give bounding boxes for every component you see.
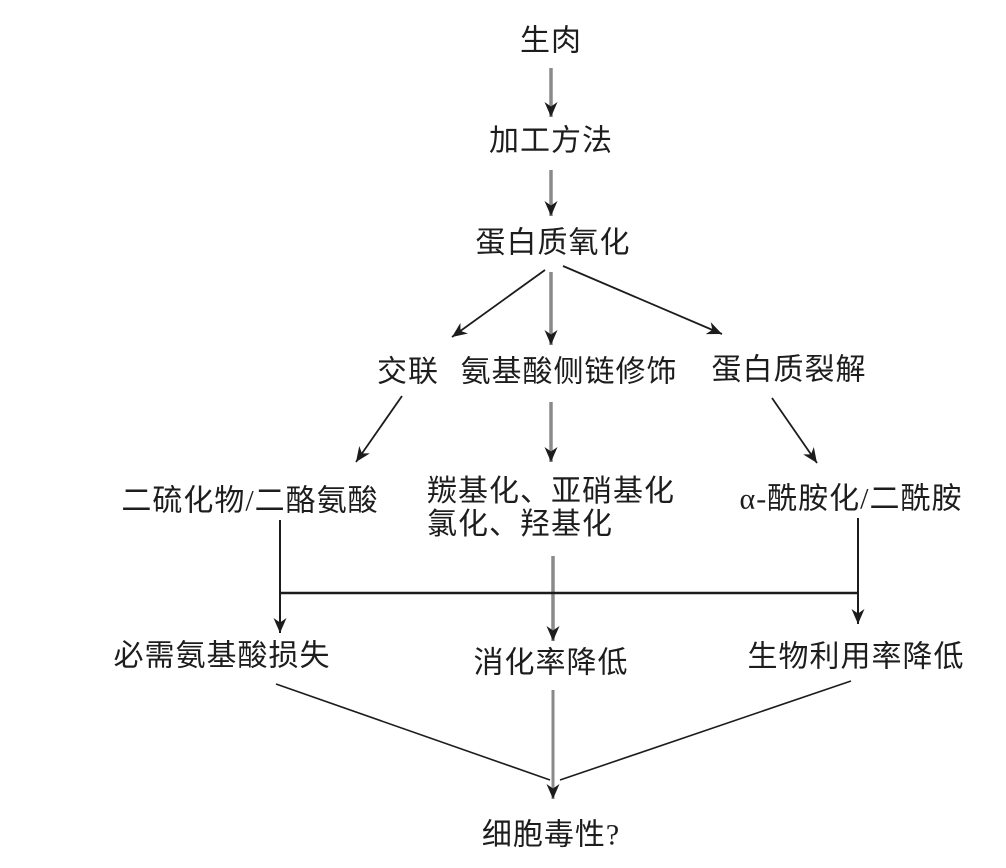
node-side-chain-modification: 氨基酸侧链修饰 <box>460 355 678 389</box>
node-essential-aa-loss: 必需氨基酸损失 <box>113 639 331 673</box>
edge-bioavailability-to-cytotoxicity <box>559 680 852 781</box>
edge-aa-loss-to-cytotoxicity <box>275 683 551 781</box>
node-disulfide-dityrosine: 二硫化物/二酪氨酸 <box>121 484 379 518</box>
node-protein-oxidation: 蛋白质氧化 <box>475 226 631 260</box>
edge-crosslinking-to-disulfide <box>355 395 403 463</box>
node-cytotoxicity: 细胞毒性? <box>481 818 621 852</box>
node-side-chain-products: 羰基化、亚硝基化 氯化、羟基化 <box>427 475 675 541</box>
node-crosslinking: 交联 <box>377 355 439 389</box>
node-bioavailability-decrease: 生物利用率降低 <box>747 640 965 674</box>
node-side-chain-products-line1: 羰基化、亚硝基化 <box>427 475 675 508</box>
node-protein-cleavage: 蛋白质裂解 <box>711 353 867 387</box>
edge-oxidation-to-crosslinking <box>451 269 546 338</box>
node-alpha-amidation: α-酰胺化/二酰胺 <box>739 482 963 516</box>
edge-oxidation-to-cleavage <box>562 265 723 335</box>
node-processing-method: 加工方法 <box>489 124 613 158</box>
node-digestibility-decrease: 消化率降低 <box>473 646 629 680</box>
node-side-chain-products-line2: 氯化、羟基化 <box>427 508 613 541</box>
node-raw-meat: 生肉 <box>520 24 582 58</box>
edge-cleavage-to-amidation <box>771 397 818 464</box>
